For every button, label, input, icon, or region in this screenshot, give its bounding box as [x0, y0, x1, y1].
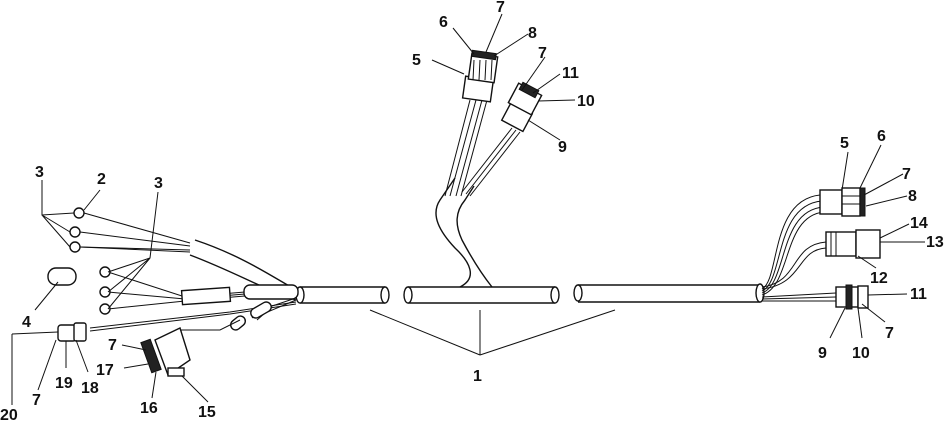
callout-6-right: 6 [877, 128, 886, 145]
callout-12: 12 [870, 270, 888, 287]
callout-7-right-bottom: 7 [885, 325, 894, 342]
callout-7-top-a: 7 [496, 0, 505, 16]
main-harness-right-section [573, 283, 765, 303]
callout-9-top: 9 [558, 139, 567, 156]
top-connector-b [500, 81, 543, 133]
callout-17: 17 [96, 362, 114, 379]
small-plug-connector [11, 322, 87, 405]
callout-8-top: 8 [528, 25, 537, 42]
ring-terminals-lower [99, 266, 111, 315]
ring-terminals-upper [69, 207, 85, 253]
callout-7-left: 7 [32, 392, 41, 409]
right-connector-middle [825, 229, 881, 259]
callout-5-right: 5 [840, 135, 849, 152]
callout-7-right-top: 7 [902, 166, 911, 183]
callout-10-right: 10 [852, 345, 870, 362]
callout-20: 20 [0, 407, 18, 422]
callout-6-top: 6 [439, 14, 448, 31]
top-connector-a [461, 49, 499, 103]
callout-19: 19 [55, 375, 73, 392]
callout-8-right: 8 [908, 188, 917, 205]
callout-2: 2 [97, 171, 106, 188]
callout-3-upper: 3 [35, 164, 44, 181]
callout-7-top-b: 7 [538, 45, 547, 62]
callout-14: 14 [910, 215, 928, 232]
left-sleeves [180, 284, 299, 331]
callout-5-top: 5 [412, 52, 421, 69]
right-connector-bottom [835, 284, 869, 310]
callout-10-top: 10 [577, 93, 595, 110]
leader-lines [34, 13, 925, 403]
callout-15: 15 [198, 404, 216, 421]
callout-18: 18 [81, 380, 99, 397]
d-connector [140, 319, 241, 377]
callout-3-lower: 3 [154, 175, 163, 192]
protective-cap [47, 267, 77, 286]
right-connector-top [819, 187, 866, 217]
main-harness-middle-section [403, 177, 560, 304]
callout-7-left-d: 7 [108, 337, 117, 354]
main-harness-left-section [295, 286, 390, 304]
callout-16: 16 [140, 400, 158, 417]
top-branch-wires [444, 99, 521, 197]
callout-13: 13 [926, 234, 944, 251]
callout-4: 4 [22, 314, 31, 331]
callout-11-right: 11 [910, 286, 927, 303]
callout-9-right: 9 [818, 345, 827, 362]
callout-1: 1 [473, 368, 482, 385]
callout-11-top: 11 [562, 65, 579, 82]
right-branch-wires [761, 194, 837, 302]
